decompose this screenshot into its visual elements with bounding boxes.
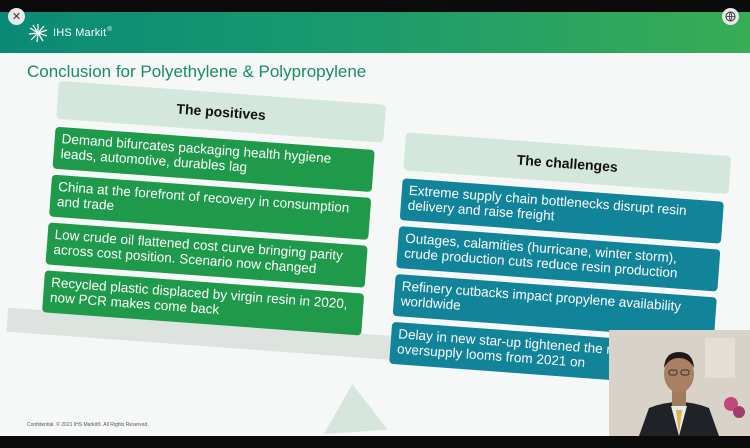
page-title: Conclusion for Polyethylene & Polypropyl… [27, 62, 367, 81]
bottom-bar [0, 436, 750, 448]
close-icon: ✕ [11, 11, 22, 23]
logo-trademark: ® [107, 27, 112, 33]
close-button[interactable]: ✕ [8, 8, 25, 25]
network-icon [725, 11, 736, 22]
network-button[interactable] [722, 8, 739, 25]
scale-fulcrum [320, 381, 388, 435]
top-bar [0, 0, 750, 12]
logo-text: IHS Markit [53, 27, 107, 39]
logo-sunburst-icon [28, 24, 48, 43]
presenter-figure [609, 330, 750, 436]
slide: IHS Markit® Conclusion for Polyethylene … [0, 12, 750, 436]
ihs-markit-logo: IHS Markit® [27, 21, 112, 45]
copyright-footer: Confidential. © 2021 IHS Markit®. All Ri… [27, 422, 149, 428]
presenter-video[interactable] [609, 330, 750, 436]
slide-header: IHS Markit® [0, 12, 750, 53]
